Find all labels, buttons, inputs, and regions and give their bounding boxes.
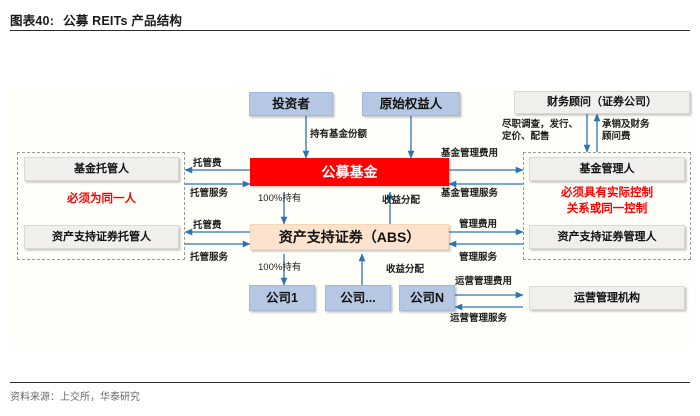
node-operator[interactable]: 运营管理机构 [529, 286, 685, 310]
node-company-1[interactable]: 公司1 [249, 285, 315, 311]
custodian-group-frame [17, 152, 185, 260]
figure-number: 图表40: [10, 14, 55, 28]
label-income-dist-bottom: 收益分配 [386, 265, 425, 275]
label-hold-100-top: 100%持有 [258, 193, 302, 204]
node-fund-custodian[interactable]: 基金托管人 [24, 157, 179, 181]
note-control-relation: 必须具有实际控制 关系或同一控制 [561, 187, 653, 215]
page-title: 图表40: 公募 REITs 产品结构 [10, 10, 182, 29]
label-mgmt-fee: 管理费用 [459, 220, 498, 230]
node-original-owner[interactable]: 原始权益人 [362, 92, 460, 116]
label-op-mgmt-service: 运营管理服务 [450, 314, 508, 324]
label-hold-shares: 持有基金份额 [310, 130, 368, 140]
node-abs-custodian[interactable]: 资产支持证券托管人 [24, 225, 179, 249]
label-custody-service-top: 托管服务 [190, 189, 229, 199]
node-company-n[interactable]: 公司N [399, 285, 455, 311]
label-fund-mgmt-service: 基金管理服务 [441, 189, 499, 199]
node-public-fund[interactable]: 公募基金 [250, 158, 449, 186]
label-underwriting-fee: 承销及财务 顾问费 [602, 120, 650, 143]
source-note: 资料来源：上交所，华泰研究 [10, 392, 140, 403]
node-abs-manager[interactable]: 资产支持证券管理人 [529, 225, 685, 249]
note-same-entity: 必须为同一人 [67, 193, 136, 205]
footer-divider [10, 382, 690, 383]
node-investor[interactable]: 投资者 [249, 92, 333, 116]
label-fund-mgmt-fee: 基金管理费用 [441, 149, 499, 159]
label-hold-100-bottom: 100%持有 [258, 262, 302, 273]
label-income-dist-top: 收益分配 [382, 196, 421, 206]
label-mgmt-service: 管理服务 [459, 253, 498, 263]
label-op-mgmt-fee: 运营管理费用 [455, 277, 513, 287]
node-company-mid[interactable]: 公司... [325, 285, 391, 311]
label-custody-service-bottom: 托管服务 [190, 253, 229, 263]
label-due-diligence: 尽职调查，发行、 定价、配售 [502, 120, 579, 143]
node-financial-advisor[interactable]: 财务顾问（证券公司） [514, 91, 690, 114]
figure-title-text: 公募 REITs 产品结构 [63, 14, 183, 28]
node-abs[interactable]: 资产支持证券（ABS） [250, 224, 449, 250]
manager-group-frame [523, 152, 691, 260]
label-custody-fee-top: 托管费 [193, 159, 222, 169]
label-custody-fee-bottom: 托管费 [193, 221, 222, 231]
node-fund-manager[interactable]: 基金管理人 [529, 157, 685, 181]
title-divider [10, 30, 690, 31]
